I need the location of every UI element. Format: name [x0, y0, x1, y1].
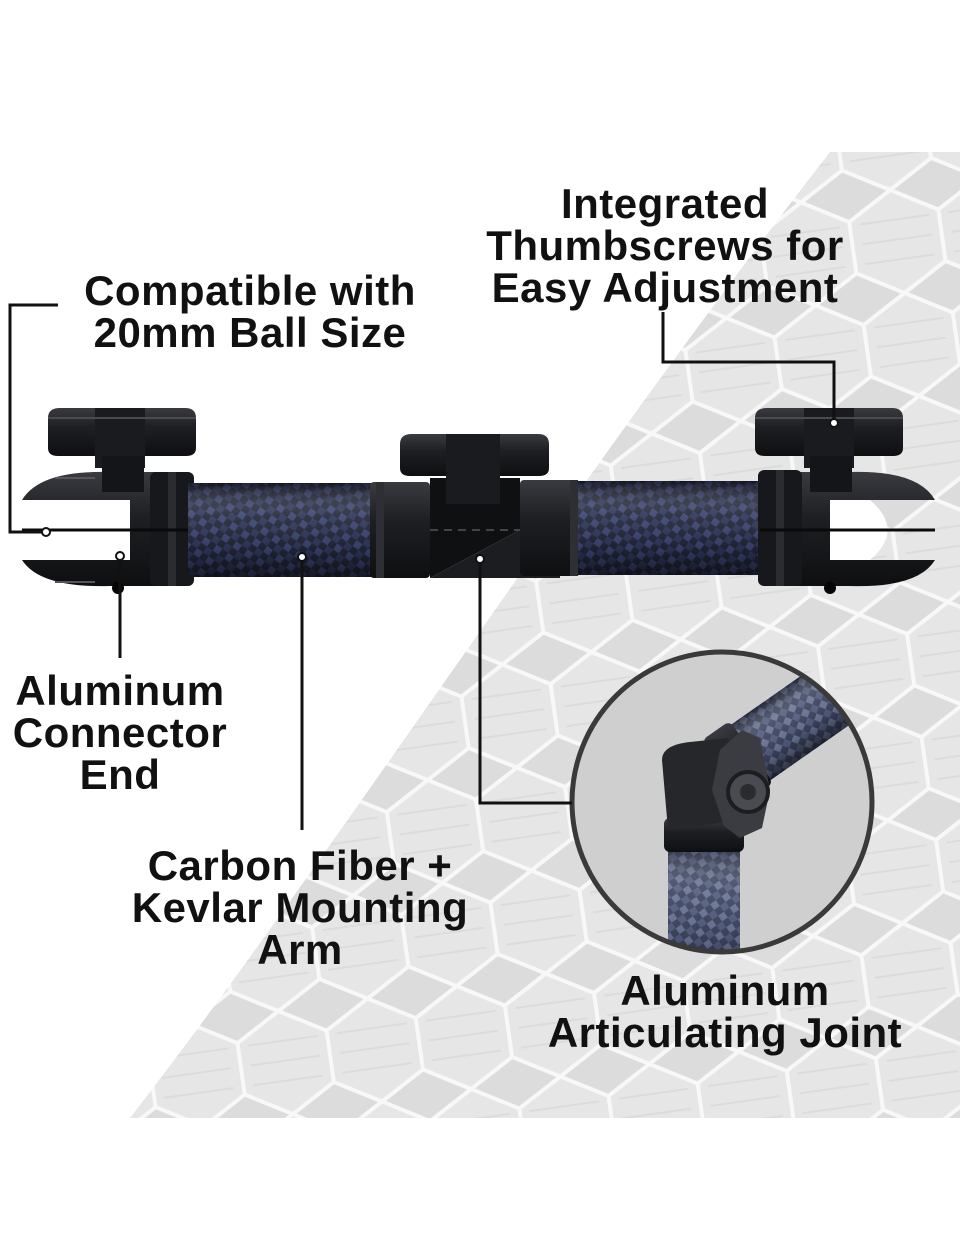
callout-ball-size-line-2: 20mm Ball Size: [93, 309, 407, 356]
right-connector-end: [758, 470, 935, 594]
middle-joint: [370, 434, 580, 578]
left-connector-end: [22, 471, 194, 594]
left-thumbscrew: [48, 408, 196, 492]
leader-mounting-arm-dot: [297, 552, 307, 562]
leader-lines: [8, 303, 839, 830]
callout-thumbscrews-line-3: Easy Adjustment: [491, 264, 839, 311]
callout-mounting-arm-line-2: Kevlar Mounting: [131, 884, 469, 931]
callout-ball-size-line-1: Compatible with: [84, 267, 416, 314]
callout-joint: Aluminum Articulating Joint: [520, 970, 930, 1054]
mounting-arm-product: [22, 408, 935, 594]
callout-thumbscrews-line-2: Thumbscrews for: [486, 222, 844, 269]
callout-mounting-arm-line-3: Arm: [257, 926, 343, 973]
callout-ball-size: Compatible with 20mm Ball Size: [40, 270, 460, 354]
callout-thumbscrews-line-1: Integrated: [560, 180, 770, 227]
callout-connector-end-line-2: Connector: [12, 709, 228, 756]
callout-mounting-arm: Carbon Fiber + Kevlar Mounting Arm: [100, 845, 500, 971]
leader-thumbscrews: [661, 312, 836, 420]
leader-ball-size: [8, 303, 58, 534]
right-carbon-tube: [578, 481, 764, 575]
leader-thumbscrews-dot: [829, 418, 839, 428]
right-thumbscrew: [755, 408, 903, 492]
callout-connector-end-line-3: End: [79, 751, 161, 798]
callout-mounting-arm-line-1: Carbon Fiber +: [147, 842, 453, 889]
callout-joint-line-2: Articulating Joint: [547, 1009, 903, 1056]
leader-connector-end-dot: [115, 551, 125, 561]
callout-thumbscrews: Integrated Thumbscrews for Easy Adjustme…: [440, 183, 890, 309]
callout-connector-end: Aluminum Connector End: [0, 670, 240, 796]
callout-connector-end-line-1: Aluminum: [15, 667, 225, 714]
leader-joint-dot: [475, 554, 485, 564]
callout-joint-line-1: Aluminum: [620, 967, 830, 1014]
left-carbon-tube: [188, 483, 378, 577]
leader-ball-size-dot: [41, 527, 51, 537]
leader-joint: [478, 559, 572, 805]
